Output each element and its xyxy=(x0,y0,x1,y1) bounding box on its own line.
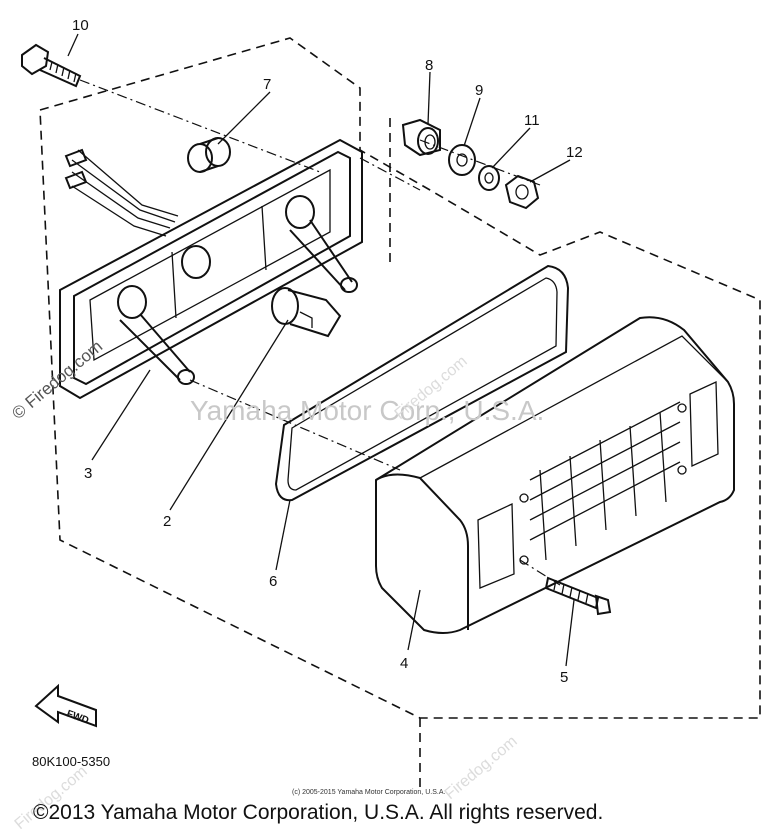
callout-spacer: 8 xyxy=(425,57,433,74)
lens-part xyxy=(375,316,735,634)
washer-part xyxy=(448,144,476,176)
callout-grommet: 7 xyxy=(263,76,271,93)
callout-bulb: 2 xyxy=(163,513,171,530)
spacer-part xyxy=(401,118,441,157)
screw-part xyxy=(544,576,612,616)
lock-washer-part xyxy=(478,165,500,191)
callout-screw: 5 xyxy=(560,669,568,686)
small-copyright: (c) 2005-2015 Yamaha Motor Corporation, … xyxy=(292,789,445,796)
callout-lens: 4 xyxy=(400,655,408,672)
copyright-notice: ©2013 Yamaha Motor Corporation, U.S.A. A… xyxy=(33,801,604,824)
assembly-boundary xyxy=(39,37,761,790)
callout-lock-washer: 11 xyxy=(524,112,540,129)
diagram-code: 80K100-5350 xyxy=(32,754,110,769)
bolt-part xyxy=(21,43,82,88)
callout-washer: 9 xyxy=(475,82,483,99)
gasket-part xyxy=(274,264,570,502)
callout-gasket: 6 xyxy=(269,573,277,590)
callout-housing: 3 xyxy=(84,465,92,482)
lamp-housing-part xyxy=(59,138,363,400)
nut-part xyxy=(504,174,540,210)
fwd-label: FWD xyxy=(65,708,90,726)
callout-nut: 12 xyxy=(566,144,583,161)
leader-lines xyxy=(67,33,575,667)
grommet-part xyxy=(187,137,231,173)
forward-direction-arrow: FWD xyxy=(34,683,97,728)
firedog-faint-watermark-2: Firedog.com xyxy=(442,733,521,803)
callout-bolt: 10 xyxy=(72,17,89,34)
yamaha-watermark: Yamaha Motor Corp., U.S.A. xyxy=(190,395,544,426)
